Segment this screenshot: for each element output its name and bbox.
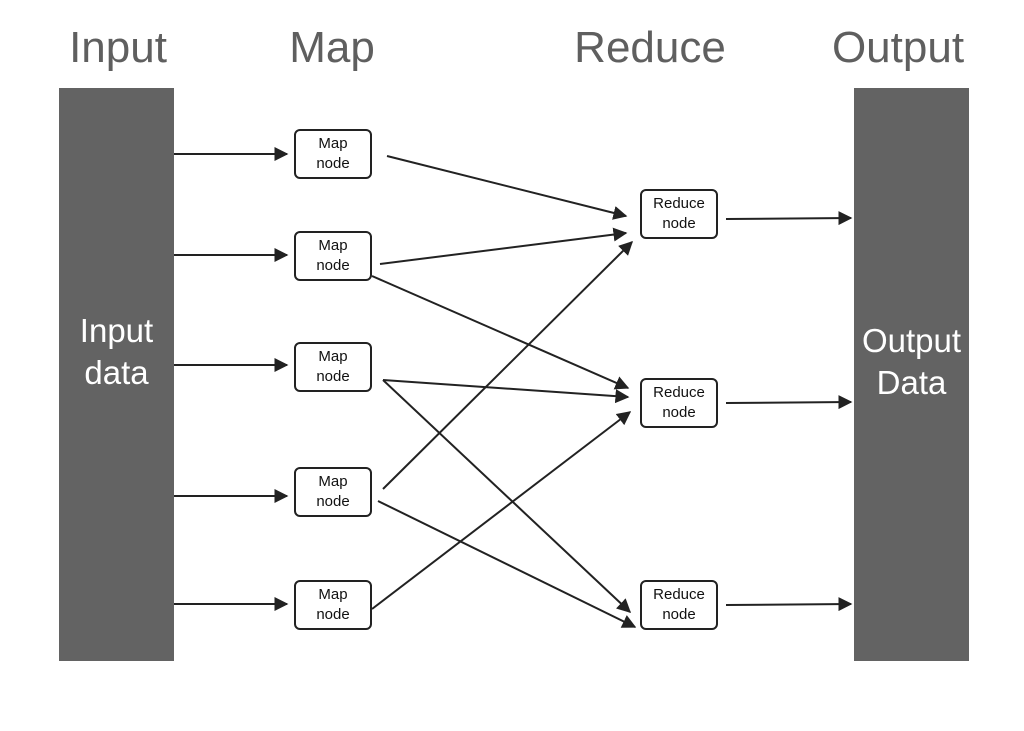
- map-node: Map node: [294, 580, 372, 630]
- map-node-line2: node: [316, 606, 350, 623]
- map-node-line2: node: [316, 155, 350, 172]
- output-data-line2: Data: [876, 364, 947, 401]
- header-reduce: Reduce: [574, 23, 726, 72]
- reduce-node: Reduce node: [640, 378, 718, 428]
- output-data-line1: Output: [861, 322, 962, 359]
- map-node-line2: node: [316, 257, 350, 274]
- reduce-node: Reduce node: [640, 189, 718, 239]
- arrow-reduce2-to-output: [725, 395, 853, 410]
- map-node-line1: Map: [318, 586, 348, 603]
- reduce-node-line2: node: [662, 404, 696, 421]
- arrow-map3-to-reduce2: [382, 379, 630, 404]
- map-node-line1: Map: [318, 237, 348, 254]
- output-data-label: Output Data: [854, 320, 969, 404]
- arrow-map4-to-reduce1: [382, 241, 633, 490]
- header-map: Map: [289, 23, 375, 72]
- input-data-block: Input data: [59, 88, 174, 661]
- map-node-line1: Map: [318, 348, 348, 365]
- reduce-node-line1: Reduce: [653, 195, 705, 212]
- input-data-line2: data: [84, 354, 149, 391]
- arrow-map2-to-reduce2: [371, 275, 630, 390]
- header-output: Output: [831, 23, 965, 72]
- arrow-reduce3-to-output: [725, 597, 853, 612]
- input-data-line1: Input: [79, 312, 154, 349]
- arrow-map1-to-reduce1: [386, 155, 628, 220]
- reduce-node-line2: node: [662, 606, 696, 623]
- reduce-node-line1: Reduce: [653, 586, 705, 603]
- arrow-reduce1-to-output: [725, 211, 853, 226]
- arrow-map2-to-reduce1: [379, 227, 628, 265]
- map-node-line1: Map: [318, 473, 348, 490]
- arrow-map3-to-reduce3: [382, 379, 632, 613]
- header-input: Input: [69, 23, 167, 72]
- output-data-block: Output Data: [854, 88, 969, 661]
- reduce-node: Reduce node: [640, 580, 718, 630]
- map-node: Map node: [294, 467, 372, 517]
- input-data-label: Input data: [59, 310, 174, 394]
- map-node-line2: node: [316, 493, 350, 510]
- arrow-map4-to-reduce3: [377, 500, 637, 628]
- map-node: Map node: [294, 129, 372, 179]
- reduce-node-line1: Reduce: [653, 384, 705, 401]
- map-node-line2: node: [316, 368, 350, 385]
- map-node: Map node: [294, 342, 372, 392]
- map-node-line1: Map: [318, 135, 348, 152]
- map-node: Map node: [294, 231, 372, 281]
- reduce-node-line2: node: [662, 215, 696, 232]
- arrow-map5-to-reduce2: [371, 411, 632, 610]
